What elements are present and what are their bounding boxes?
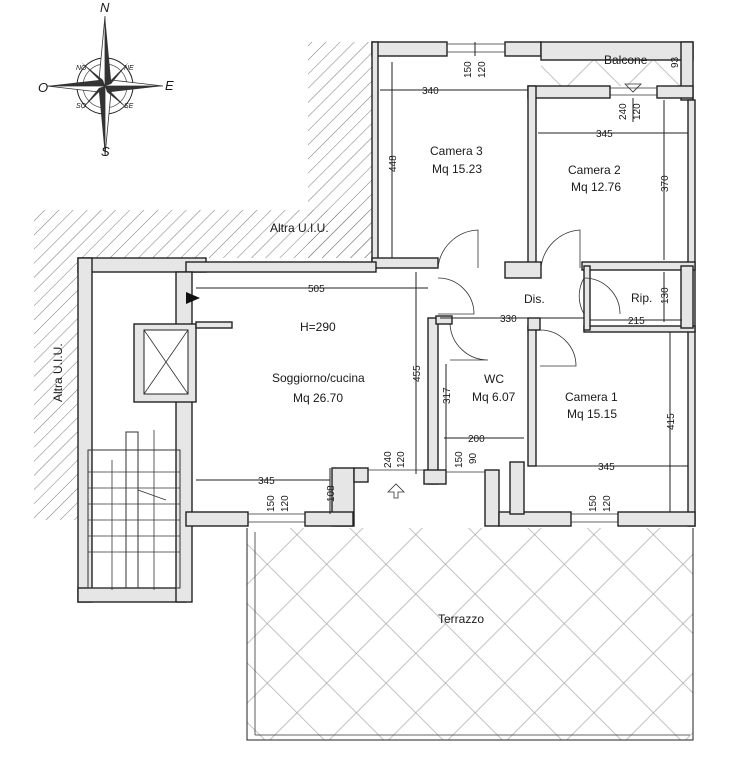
room-soggiorno-name: Soggiorno/cucina xyxy=(272,371,365,385)
dim-label: 345 xyxy=(598,462,615,473)
terrace-area xyxy=(246,528,694,741)
dim-label: 340 xyxy=(422,86,439,97)
dim-label: 120 xyxy=(632,103,643,120)
dim-label: 90 xyxy=(468,452,479,464)
dim-label: 345 xyxy=(258,476,275,487)
dim-label: 505 xyxy=(308,284,325,295)
room-rip-name: Rip. xyxy=(631,291,652,305)
room-wc-name: WC xyxy=(484,372,504,386)
dim-label: 317 xyxy=(442,387,453,404)
dim-label: 93 xyxy=(670,56,681,68)
door-swings xyxy=(437,229,621,367)
room-soggiorno-area: Mq 26.70 xyxy=(293,391,343,405)
room-camera2-area: Mq 12.76 xyxy=(571,180,621,194)
neighbor-hatch-top xyxy=(34,42,372,258)
dim-label: 455 xyxy=(412,365,423,382)
room-camera2-name: Camera 2 xyxy=(568,163,621,177)
room-dis-name: Dis. xyxy=(524,292,545,306)
dim-label: 345 xyxy=(596,129,613,140)
neighbor-label-top: Altra U.I.U. xyxy=(270,221,329,235)
dim-label: 215 xyxy=(628,316,645,327)
dim-label: 120 xyxy=(602,495,613,512)
compass-north: N xyxy=(100,0,110,15)
dim-label: 120 xyxy=(396,451,407,468)
room-camera3-name: Camera 3 xyxy=(430,144,483,158)
compass-east: E xyxy=(165,78,174,93)
compass-ne: NE xyxy=(124,65,134,72)
room-camera1-name: Camera 1 xyxy=(565,390,618,404)
dim-label: 150 xyxy=(266,495,277,512)
room-soggiorno-height: H=290 xyxy=(300,320,336,334)
dim-label: 150 xyxy=(588,495,599,512)
staircase xyxy=(87,430,181,590)
compass-south: S xyxy=(101,144,110,159)
room-camera1-area: Mq 15.15 xyxy=(567,407,617,421)
compass-rose xyxy=(46,15,164,157)
dim-label: 150 xyxy=(463,61,474,78)
room-wc-area: Mq 6.07 xyxy=(472,390,516,404)
dim-label: 108 xyxy=(326,485,337,502)
dim-label: 330 xyxy=(500,314,517,325)
compass-so: SO xyxy=(76,103,87,110)
dim-label: 120 xyxy=(280,495,291,512)
dim-label: 240 xyxy=(383,451,394,468)
dim-label: 370 xyxy=(660,175,671,192)
dim-label: 200 xyxy=(468,434,485,445)
dim-label: 130 xyxy=(660,287,671,304)
neighbor-label-left: Altra U.I.U. xyxy=(51,343,65,402)
room-camera3-area: Mq 15.23 xyxy=(432,162,482,176)
room-terrazzo-name: Terrazzo xyxy=(438,612,484,626)
outer-walls xyxy=(77,41,696,603)
balcony-area xyxy=(541,60,681,86)
dim-label: 150 xyxy=(454,451,465,468)
dim-label: 448 xyxy=(388,155,399,172)
dimension-lines xyxy=(196,42,688,514)
window-markers xyxy=(186,43,657,523)
dim-label: 415 xyxy=(666,413,677,430)
dim-label: 120 xyxy=(477,61,488,78)
neighbor-hatch-left xyxy=(34,258,78,520)
dim-label: 240 xyxy=(618,103,629,120)
compass-west: O xyxy=(38,80,48,95)
compass-no: NO xyxy=(76,65,87,72)
compass-se: SE xyxy=(124,103,134,110)
room-balcone-name: Balcone xyxy=(604,53,648,67)
